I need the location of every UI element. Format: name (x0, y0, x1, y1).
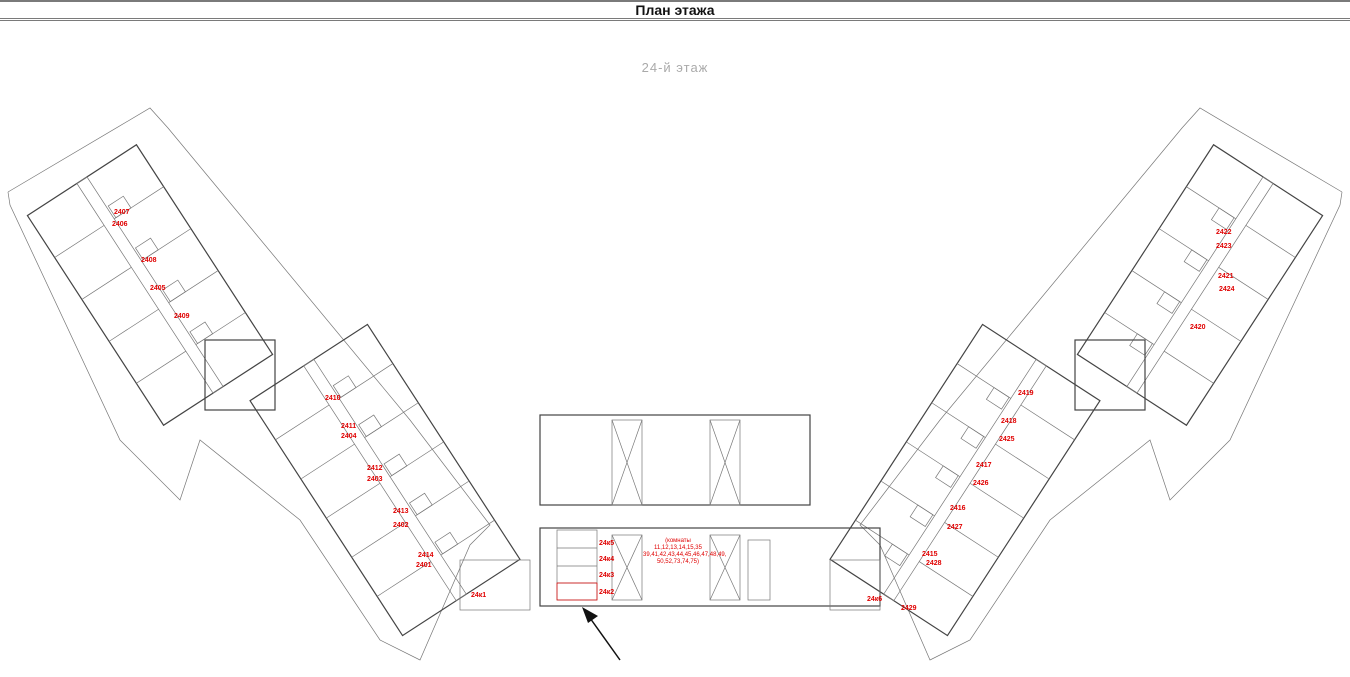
unit-label[interactable]: 2410 (325, 395, 341, 402)
center-top-block (539, 414, 811, 506)
floor-title: 24-й этаж (641, 60, 709, 75)
page-title: План этажа (635, 2, 715, 18)
room-wall (1245, 225, 1296, 258)
bathroom (162, 279, 186, 303)
right-stair-block (1074, 339, 1146, 411)
room-wall (136, 350, 187, 384)
room-wall (1020, 404, 1075, 441)
room-wall (54, 225, 105, 258)
location-arrow-icon (582, 607, 621, 661)
left-lower-wing (249, 323, 521, 637)
site-outline-left (7, 107, 491, 661)
unit-label[interactable]: 2421 (1218, 273, 1234, 280)
room-wall (969, 482, 1024, 519)
rooms-note: (комнаты 11,12,13,14,15,35 39,41,42,43,4… (643, 538, 727, 565)
bathroom (1210, 207, 1235, 230)
unit-label[interactable]: 2402 (393, 522, 409, 529)
unit-label[interactable]: 2418 (1001, 418, 1017, 425)
unit-label[interactable]: 2427 (947, 524, 963, 531)
unit-label[interactable]: 2424 (1219, 286, 1235, 293)
room-wall (81, 267, 132, 300)
unit-label[interactable]: 2426 (973, 480, 989, 487)
unit-label[interactable]: 2419 (1018, 390, 1034, 397)
bathroom (409, 492, 433, 516)
room-wall (1163, 350, 1214, 384)
bathroom (383, 453, 408, 477)
unit-label[interactable]: 2412 (367, 465, 383, 472)
unit-label[interactable]: 2417 (976, 462, 992, 469)
unit-label[interactable]: 24к4 (599, 556, 615, 563)
room-wall (1218, 267, 1269, 300)
left-upper-wing (26, 143, 274, 427)
unit-label[interactable]: 24к3 (599, 572, 615, 579)
unit-label[interactable]: 2407 (114, 209, 130, 216)
bathroom (985, 387, 1010, 410)
unit-label[interactable]: 2404 (341, 433, 357, 440)
bathroom (107, 195, 132, 219)
right-lower-wing (829, 323, 1101, 637)
unit-label[interactable]: 24к2 (599, 589, 615, 596)
bathroom (1156, 291, 1181, 314)
bathroom (189, 321, 214, 345)
unit-label[interactable]: 24к6 (867, 596, 883, 603)
room-wall (995, 443, 1050, 480)
bathroom (935, 465, 959, 488)
unit-label[interactable]: 2416 (950, 505, 966, 512)
unit-label[interactable]: 2409 (174, 313, 190, 320)
unit-label[interactable]: 24к5 (599, 540, 615, 547)
left-stair-block (204, 339, 276, 411)
bathroom (358, 414, 382, 437)
unit-label[interactable]: 2401 (416, 562, 432, 569)
bathroom (1183, 249, 1208, 272)
unit-label[interactable]: 2422 (1216, 229, 1232, 236)
page-header: План этажа (0, 0, 1350, 21)
room-wall (944, 522, 999, 558)
room-wall (275, 404, 330, 441)
bathroom (134, 237, 159, 261)
unit-label[interactable]: 2429 (901, 605, 917, 612)
room-wall (300, 443, 355, 480)
unit-label[interactable]: 2428 (926, 560, 942, 567)
bathroom (332, 375, 357, 398)
unit-label[interactable]: 2415 (922, 551, 938, 558)
bathroom (909, 504, 934, 528)
room-wall (919, 561, 974, 597)
site-outline-right (859, 107, 1343, 661)
unit-label[interactable]: 2405 (150, 285, 166, 292)
room-wall (351, 522, 406, 558)
bathroom (960, 426, 985, 449)
unit-label[interactable]: 2406 (112, 221, 128, 228)
room-wall (326, 482, 381, 519)
unit-label[interactable]: 2403 (367, 476, 383, 483)
unit-label[interactable]: 2420 (1190, 324, 1206, 331)
unit-label[interactable]: 2425 (999, 436, 1015, 443)
bathroom (434, 531, 459, 555)
room-wall (376, 561, 431, 597)
right-upper-wing (1076, 143, 1324, 427)
bathroom (884, 543, 908, 567)
room-wall (108, 308, 159, 342)
unit-label[interactable]: 24к1 (471, 592, 487, 599)
room-wall (1191, 308, 1242, 342)
unit-label[interactable]: 2414 (418, 552, 434, 559)
unit-label[interactable]: 2411 (341, 423, 357, 430)
unit-label[interactable]: 2423 (1216, 243, 1232, 250)
unit-label[interactable]: 2408 (141, 257, 157, 264)
unit-label[interactable]: 2413 (393, 508, 409, 515)
